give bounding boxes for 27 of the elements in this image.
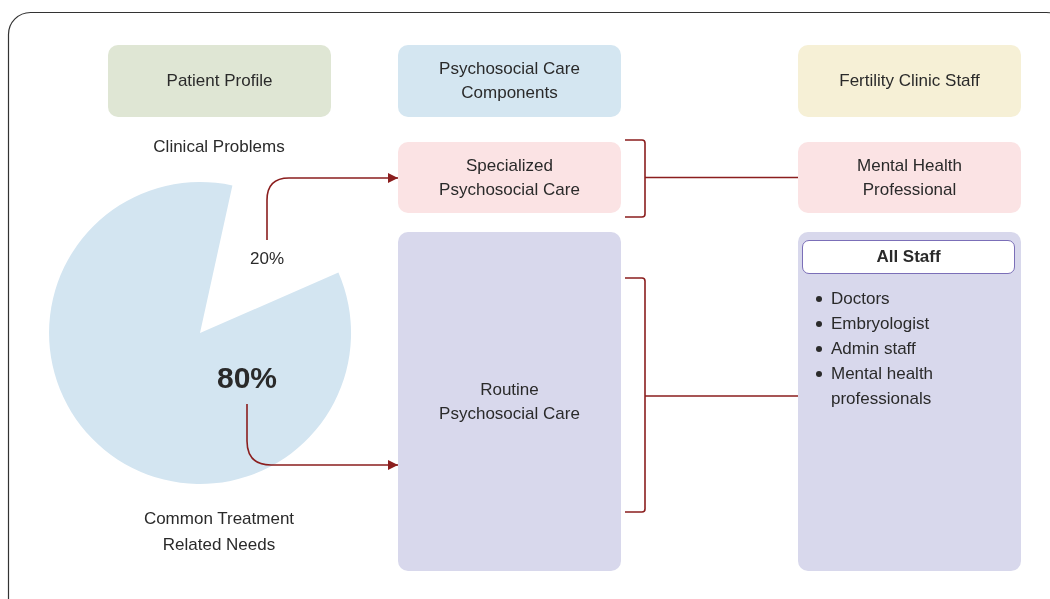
list-item: Embryologist [814, 311, 964, 336]
bracket-connector [624, 139, 799, 218]
arrow [246, 403, 399, 470]
caption-text: Clinical Problems [152, 136, 286, 158]
list-item: Admin staff [814, 336, 964, 361]
process-box [398, 232, 621, 571]
arrow [266, 173, 399, 241]
process-box [798, 142, 1021, 213]
list-item: Mental health professionals [814, 361, 964, 411]
box-text: Specialized Psychosocial Care [438, 154, 581, 201]
box-text: All Staff [876, 246, 941, 268]
bracket-connector [624, 277, 799, 513]
caption-text: Common Treatment Related Needs [142, 508, 296, 556]
box-text: Mental Health Professional [856, 154, 963, 201]
percent-label: 20% [246, 248, 288, 270]
box-text: Fertility Clinic Staff [839, 70, 980, 92]
process-box [398, 142, 621, 213]
percent-label: 80% [212, 358, 282, 398]
header-box [802, 240, 1015, 274]
box-text: Patient Profile [166, 70, 273, 92]
process-box [108, 45, 331, 117]
process-box [798, 45, 1021, 117]
process-box [398, 45, 621, 117]
staff-panel [798, 232, 1021, 571]
box-text: Psychosocial Care Components [438, 58, 581, 104]
box-text: Routine Psychosocial Care [438, 378, 581, 425]
list-item: Doctors [814, 286, 964, 311]
